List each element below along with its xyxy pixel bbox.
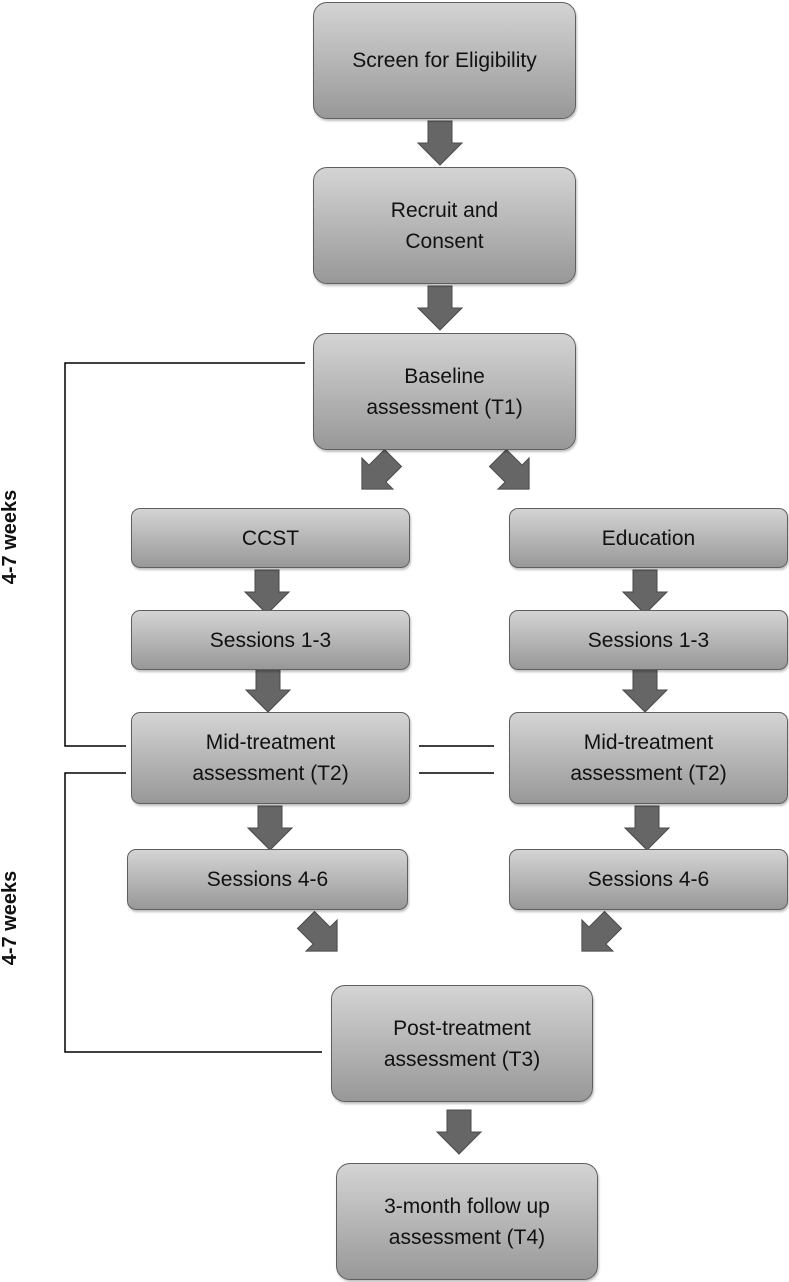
interval-label-first: 4-7 weeks: [0, 489, 21, 585]
arrow-edu-sessions-to-mid: [622, 667, 668, 713]
ccst-sessions-4-6-box: Sessions 4-6: [127, 849, 408, 910]
arrow-ccst-sessions-to-mid: [245, 667, 291, 713]
ccst-mid-treatment-label: Mid-treatment assessment (T2): [192, 731, 349, 785]
arrow-edu-to-sessions: [622, 569, 668, 615]
education-label: Education: [601, 526, 696, 550]
baseline-assessment-label: Baseline assessment (T1): [366, 364, 523, 419]
interval-bracket-2: [64, 772, 322, 1053]
arrow-ccst-mid-to-sessions: [247, 805, 293, 851]
arrow-baseline-to-education: [481, 441, 546, 506]
education-box: Education: [509, 508, 788, 568]
arrow-ccst-to-sessions: [244, 569, 290, 615]
arrow-post-to-followup: [436, 1109, 482, 1155]
education-sessions-1-3-box: Sessions 1-3: [509, 610, 788, 670]
ccst-sessions-1-3-box: Sessions 1-3: [131, 610, 410, 670]
post-treatment-assessment-label: Post-treatment assessment (T3): [383, 1016, 541, 1071]
education-mid-treatment-label: Mid-treatment assessment (T2): [570, 731, 727, 785]
recruit-and-consent-box: Recruit and Consent: [313, 167, 576, 284]
follow-up-assessment-label: 3-month follow up assessment (T4): [384, 1194, 550, 1249]
education-sessions-4-6-box: Sessions 4-6: [509, 849, 788, 910]
ccst-box: CCST: [131, 508, 410, 568]
post-treatment-assessment-box: Post-treatment assessment (T3): [331, 985, 593, 1102]
recruit-and-consent-label: Recruit and Consent: [390, 198, 499, 253]
screen-for-eligibility-box: Screen for Eligibility: [313, 2, 576, 119]
ccst-label: CCST: [241, 526, 300, 550]
arrow-ccst-to-post: [289, 903, 354, 968]
baseline-assessment-box: Baseline assessment (T1): [313, 333, 576, 450]
education-sessions-1-3-label: Sessions 1-3: [587, 628, 710, 652]
ccst-mid-treatment-box: Mid-treatment assessment (T2): [131, 712, 410, 804]
arrow-screen-to-recruit: [417, 120, 463, 166]
ccst-sessions-1-3-label: Sessions 1-3: [209, 628, 332, 652]
interval-label-second: 4-7 weeks: [0, 870, 21, 966]
education-mid-treatment-box: Mid-treatment assessment (T2): [509, 712, 788, 804]
arrow-edu-mid-to-sessions: [624, 805, 670, 851]
arrow-recruit-to-baseline: [417, 285, 463, 331]
screen-for-eligibility-label: Screen for Eligibility: [352, 49, 537, 72]
arrow-edu-to-post: [565, 903, 630, 968]
ccst-sessions-4-6-label: Sessions 4-6: [206, 868, 329, 891]
education-sessions-4-6-label: Sessions 4-6: [587, 868, 710, 891]
interval-bracket-1: [64, 362, 305, 747]
arrow-baseline-to-ccst: [345, 441, 410, 506]
follow-up-assessment-box: 3-month follow up assessment (T4): [336, 1163, 598, 1280]
